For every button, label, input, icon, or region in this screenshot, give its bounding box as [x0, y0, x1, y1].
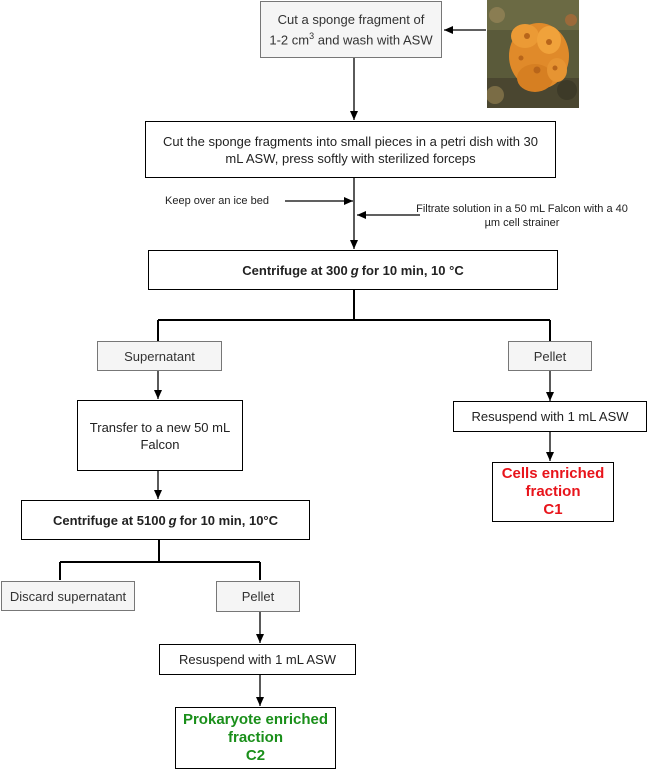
pellet-label-2: Pellet: [216, 581, 300, 612]
cut-pieces-step: Cut the sponge fragments into small piec…: [145, 121, 556, 178]
resuspend-step-1: Resuspend with 1 mL ASW: [453, 401, 647, 432]
centrifuge-300g-step: Centrifuge at 300 g for 10 min, 10 °C: [148, 250, 558, 290]
cut-fragment-line1: Cut a sponge fragment of: [277, 11, 425, 27]
centrifuge-5100g-step: Centrifuge at 5100 g for 10 min, 10°C: [21, 500, 310, 540]
cut-fragment-line2: 1-2 cm3 and wash with ASW: [269, 30, 433, 48]
resuspend-step-2: Resuspend with 1 mL ASW: [159, 644, 356, 675]
supernatant-label: Supernatant: [97, 341, 222, 371]
cut-fragment-step: Cut a sponge fragment of 1-2 cm3 and was…: [260, 1, 442, 58]
keep-ice-note: Keep over an ice bed: [165, 195, 269, 207]
transfer-step: Transfer to a new 50 mL Falcon: [77, 400, 243, 471]
prokaryote-enriched-fraction-c2: Prokaryote enriched fraction C2: [175, 707, 336, 769]
filtrate-note: Filtrate solution in a 50 mL Falcon with…: [416, 203, 628, 229]
cells-enriched-fraction-c1: Cells enriched fraction C1: [492, 462, 614, 522]
pellet-label-1: Pellet: [508, 341, 592, 371]
discard-supernatant-label: Discard supernatant: [1, 581, 135, 611]
sponge-photo: [487, 0, 579, 108]
